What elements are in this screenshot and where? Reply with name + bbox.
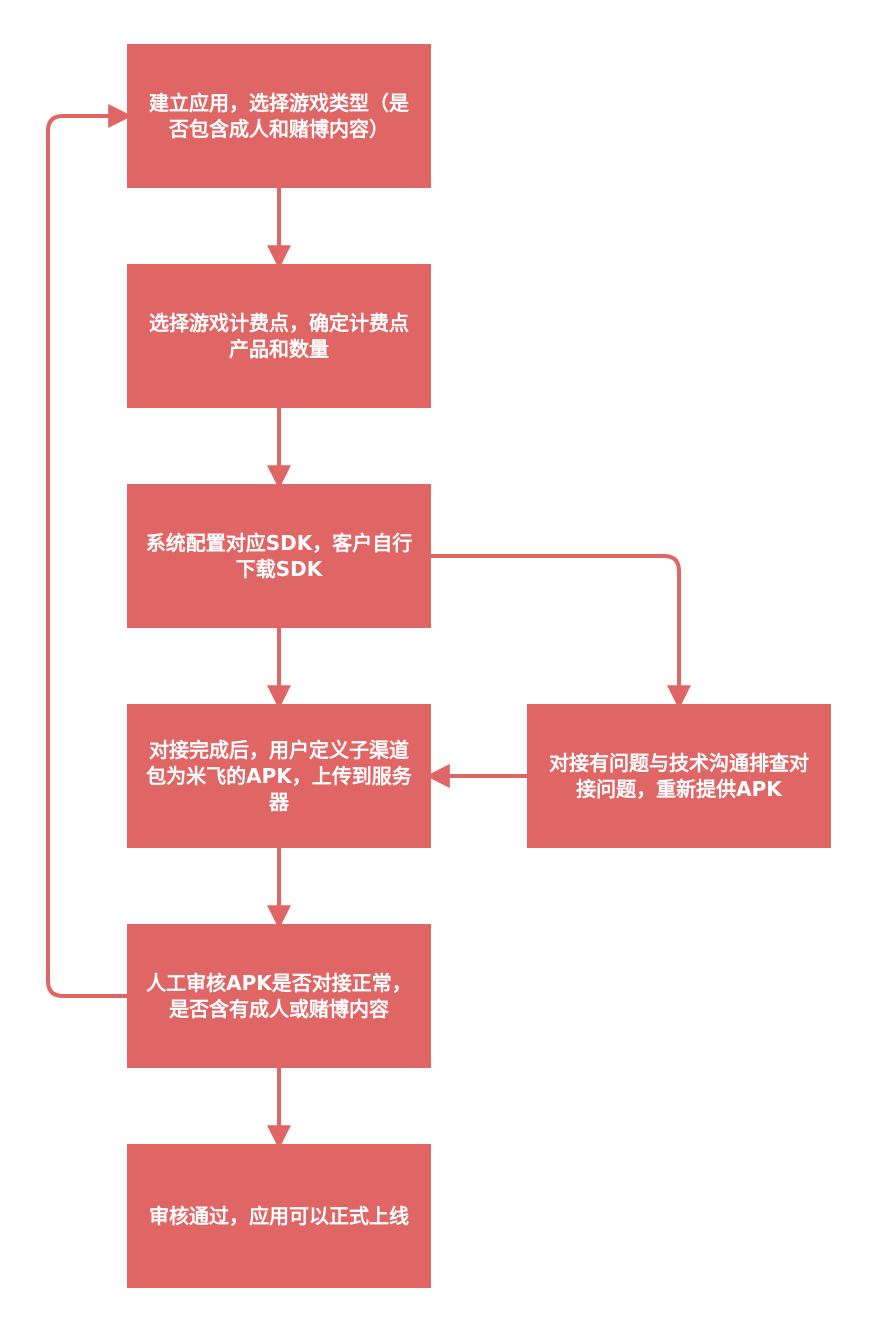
step-approved-launch-label: 审核通过，应用可以正式上线	[149, 1204, 409, 1228]
step-create-app-label: 建立应用，选择游戏类型（是否包含成人和赌博内容）	[149, 91, 409, 141]
step-manual-review: 人工审核APK是否对接正常，是否含有成人或赌博内容	[127, 924, 431, 1068]
step-billing-points-label: 选择游戏计费点，确定计费点产品和数量	[149, 311, 409, 361]
step-configure-sdk: 系统配置对应SDK，客户自行下载SDK	[127, 484, 431, 628]
step-manual-review-label: 人工审核APK是否对接正常，是否含有成人或赌博内容	[146, 971, 412, 1021]
step-upload-apk-label: 对接完成后，用户定义子渠道包为米飞的APK，上传到服务器	[146, 738, 412, 814]
arrow-step3-to-side	[431, 554, 691, 710]
arrow-loop-step5-to-step1	[46, 104, 133, 998]
step-billing-points: 选择游戏计费点，确定计费点产品和数量	[127, 264, 431, 408]
step-approved-launch: 审核通过，应用可以正式上线	[127, 1144, 431, 1288]
step-troubleshoot-label: 对接有问题与技术沟通排查对接问题，重新提供APK	[549, 751, 809, 801]
step-create-app: 建立应用，选择游戏类型（是否包含成人和赌博内容）	[127, 44, 431, 188]
step-upload-apk: 对接完成后，用户定义子渠道包为米飞的APK，上传到服务器	[127, 704, 431, 848]
step-troubleshoot: 对接有问题与技术沟通排查对接问题，重新提供APK	[527, 704, 831, 848]
step-configure-sdk-label: 系统配置对应SDK，客户自行下载SDK	[145, 531, 413, 581]
